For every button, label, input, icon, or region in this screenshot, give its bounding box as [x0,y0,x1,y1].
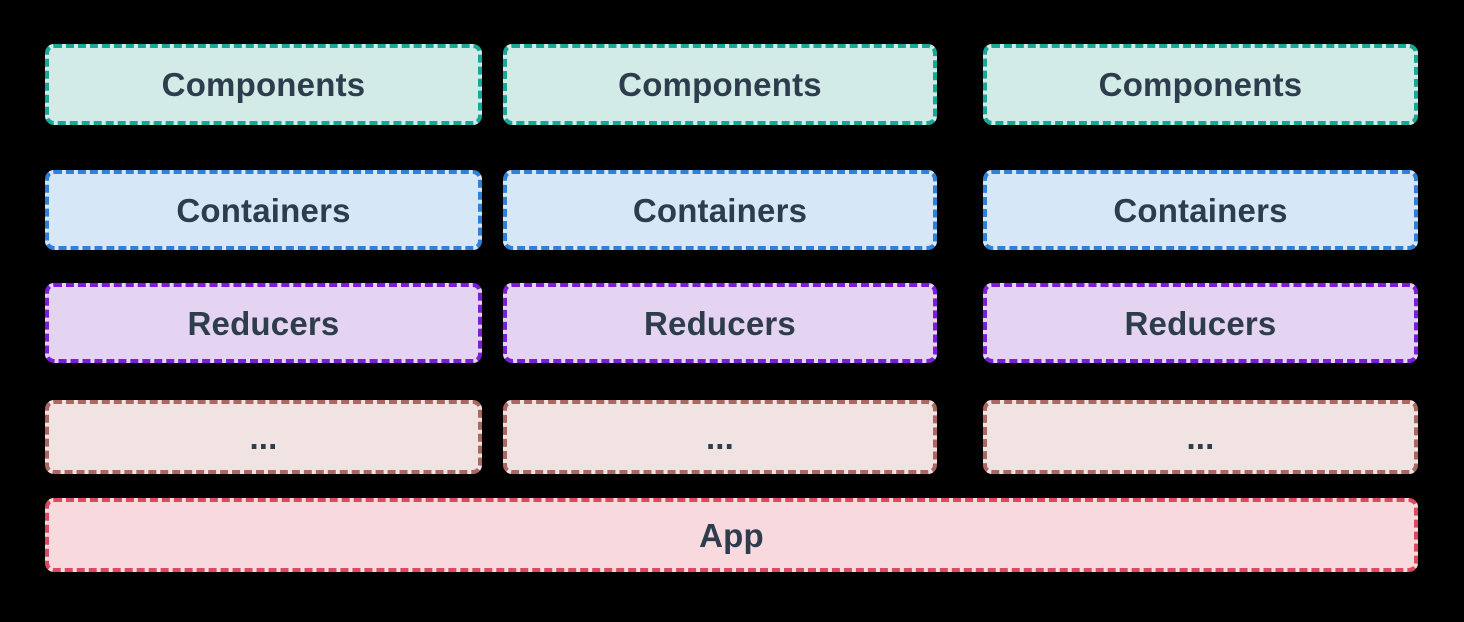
ellipsis-label: ... [1186,418,1215,456]
containers-label: Containers [1113,191,1288,229]
ellipsis-label: ... [249,418,278,456]
containers-row: Containers Containers Containers [45,170,1418,250]
components-label: Components [1098,66,1303,103]
components-row: Components Components Components [45,44,1418,125]
containers-label: Containers [632,191,808,229]
containers-box: Containers [503,170,937,250]
reducers-box: Reducers [503,283,937,363]
ellipsis-row: ... ... ... [45,400,1418,474]
reducers-label: Reducers [1124,304,1277,342]
ellipsis-box: ... [503,400,937,474]
components-box: Components [45,44,482,125]
components-label: Components [618,66,822,103]
containers-label: Containers [176,191,351,229]
reducers-box: Reducers [983,283,1418,363]
reducers-row: Reducers Reducers Reducers [45,283,1418,363]
app-row: App [45,498,1418,572]
ellipsis-box: ... [45,400,482,474]
ellipsis-label: ... [705,418,735,456]
reducers-box: Reducers [45,283,482,363]
components-label: Components [161,66,366,103]
containers-box: Containers [983,170,1418,250]
app-label: App [699,516,764,554]
reducers-label: Reducers [643,304,796,342]
components-box: Components [503,44,937,125]
containers-box: Containers [45,170,482,250]
components-box: Components [983,44,1418,125]
reducers-label: Reducers [187,304,340,342]
ellipsis-box: ... [983,400,1418,474]
app-box: App [45,498,1418,572]
